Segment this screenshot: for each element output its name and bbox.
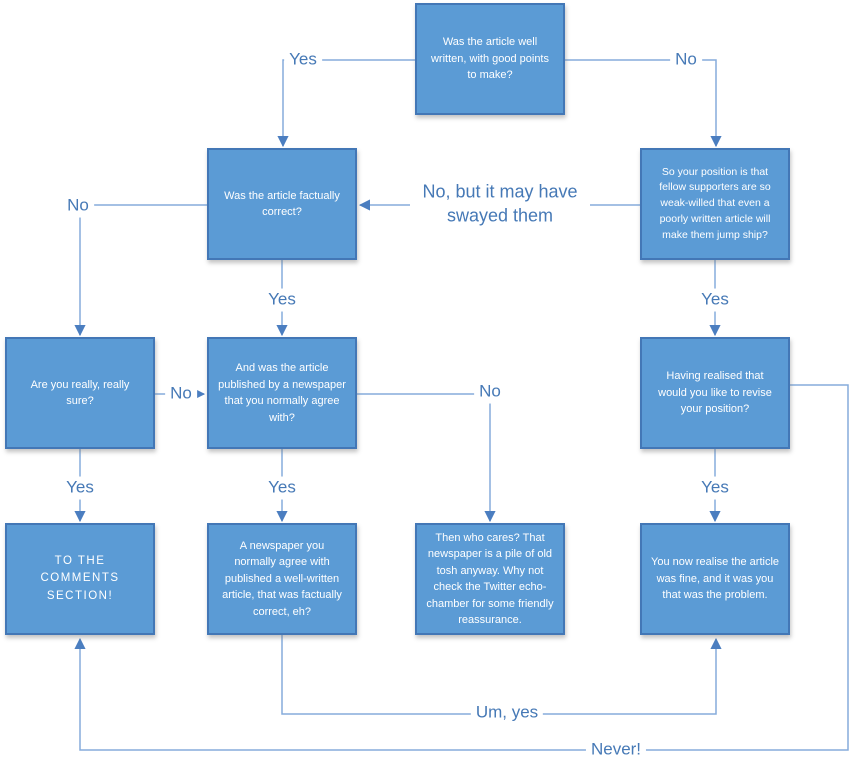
edge-label-never: Never!: [585, 738, 647, 762]
node-really-sure: Are you really, really sure?: [5, 337, 155, 449]
node-text: Was the article factually correct?: [224, 189, 340, 219]
connector-no-newspaper-to-whocares: [357, 393, 496, 523]
edge-label-no-well-written: No: [670, 48, 702, 72]
node-text: Are you really, really sure?: [30, 378, 130, 408]
node-revise-position: Having realised that would you like to r…: [640, 337, 790, 449]
node-summary-eh: A newspaper you normally agree with publ…: [207, 523, 357, 635]
edge-label-no-but-swayed: No, but it may have swayed them: [410, 179, 590, 229]
connector-no-factual-to-reallysure: [74, 204, 207, 337]
edge-label-um-yes: Um, yes: [470, 701, 544, 725]
edge-label-yes-weak-willed: Yes: [696, 288, 734, 312]
edge-label-no-really-sure: No: [165, 382, 197, 406]
node-text: And was the article published by a newsp…: [218, 362, 346, 424]
edge-label-yes-revise-position: Yes: [696, 476, 734, 500]
node-text: So your position is that fellow supporte…: [659, 165, 771, 241]
node-newspaper-agree: And was the article published by a newsp…: [207, 337, 357, 449]
node-text: Was the article well written, with good …: [430, 36, 549, 82]
node-text: Then who cares? That newspaper is a pile…: [426, 531, 554, 627]
node-text: Having realised that would you like to r…: [658, 370, 772, 416]
node-factually-correct: Was the article factually correct?: [207, 148, 357, 260]
node-text: A newspaper you normally agree with publ…: [222, 539, 342, 618]
edge-label-yes-really-sure: Yes: [61, 476, 99, 500]
node-well-written: Was the article well written, with good …: [415, 3, 565, 115]
node-who-cares: Then who cares? That newspaper is a pile…: [415, 523, 565, 635]
connector-no-wellwritten-to-weakwilled: [565, 59, 722, 148]
node-weak-willed: So your position is that fellow supporte…: [640, 148, 790, 260]
node-you-were-problem: You now realise the article was fine, an…: [640, 523, 790, 635]
edge-label-yes-newspaper-agree: Yes: [263, 476, 301, 500]
edge-label-yes-well-written: Yes: [284, 48, 322, 72]
connector-never-revise-to-comments: [74, 384, 849, 751]
edge-label-no-newspaper-agree: No: [474, 380, 506, 404]
edge-label-no-factually-correct: No: [62, 194, 94, 218]
node-comments-section: TO THE COMMENTS SECTION!: [5, 523, 155, 635]
connector-yes-wellwritten-to-factual: [277, 59, 415, 148]
edge-label-yes-factually-correct: Yes: [263, 288, 301, 312]
node-text: You now realise the article was fine, an…: [651, 556, 780, 602]
node-text: TO THE COMMENTS SECTION!: [40, 555, 120, 602]
